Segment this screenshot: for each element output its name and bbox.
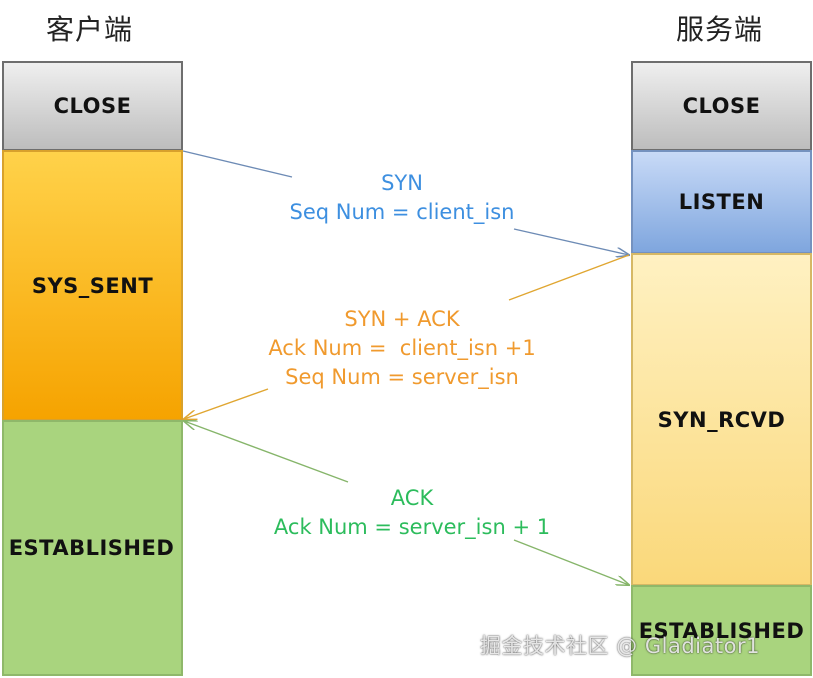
server-state-listen: LISTEN (631, 150, 812, 254)
syn-ack-arrow-upper (508, 254, 630, 301)
syn-ack-arrow-lower (184, 388, 269, 419)
client-state-established-label: ESTABLISHED (8, 536, 175, 560)
client-state-sys-sent-label: SYS_SENT (31, 273, 154, 298)
server-state-listen-label: LISTEN (678, 190, 765, 214)
client-column-title: 客户端 (46, 13, 134, 46)
syn-arrow-upper (182, 150, 293, 178)
server-state-close: CLOSE (631, 61, 812, 151)
ack-message-line1: ACK (390, 486, 434, 510)
syn-message-line1: SYN (381, 171, 423, 195)
ack-message: ACK Ack Num = server_isn + 1 (252, 484, 572, 542)
watermark: 掘金技术社区 @ Gladiator1 (480, 634, 760, 658)
syn-message: SYN Seq Num = client_isn (262, 169, 542, 227)
ack-arrow-upper (184, 421, 349, 483)
syn-message-line2: Seq Num = client_isn (289, 200, 515, 224)
client-state-sys-sent: SYS_SENT (2, 150, 183, 421)
server-state-syn-rcvd: SYN_RCVD (631, 253, 812, 586)
ack-arrow-lower (513, 539, 629, 585)
client-state-close: CLOSE (2, 61, 183, 151)
server-state-close-label: CLOSE (682, 94, 761, 118)
syn-arrow-lower (513, 228, 629, 255)
syn-ack-message: SYN + ACK Ack Num = client_isn +1 Seq Nu… (246, 305, 558, 392)
syn-ack-message-line1: SYN + ACK (344, 307, 460, 331)
server-column-title: 服务端 (676, 13, 764, 46)
syn-ack-message-line2: Ack Num = client_isn +1 (268, 336, 536, 360)
server-state-syn-rcvd-label: SYN_RCVD (657, 407, 786, 432)
client-state-close-label: CLOSE (53, 94, 132, 118)
ack-message-line2: Ack Num = server_isn + 1 (273, 515, 551, 539)
server-state-established: ESTABLISHED (631, 585, 812, 676)
client-state-established: ESTABLISHED (2, 420, 183, 676)
syn-ack-message-line3: Seq Num = server_isn (285, 365, 519, 389)
server-state-established-label: ESTABLISHED (638, 618, 805, 643)
